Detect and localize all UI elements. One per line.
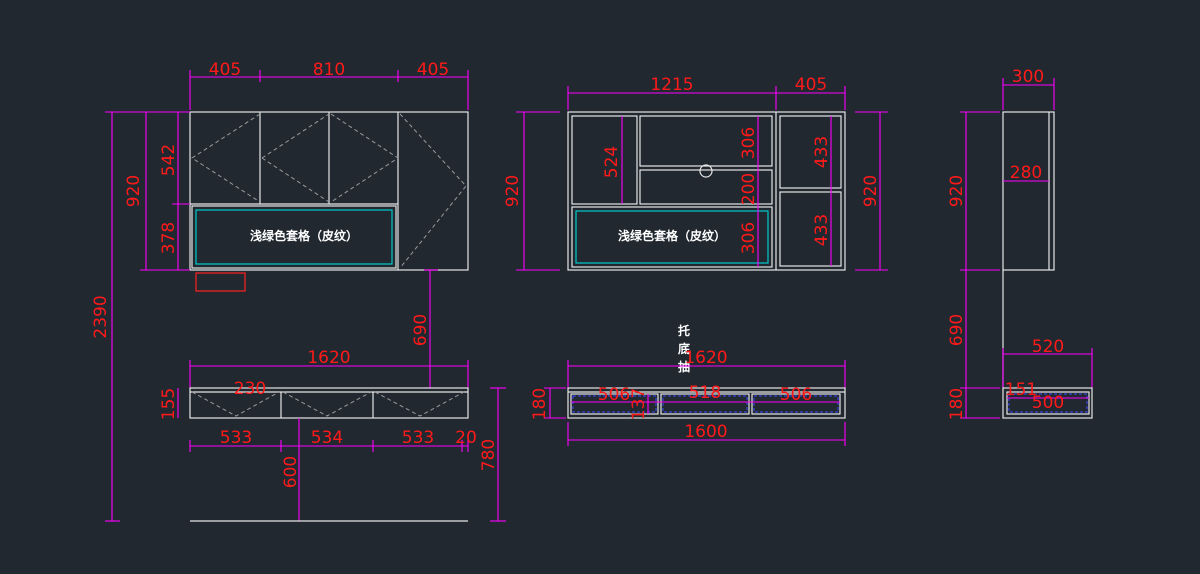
middle-front-view: 1215 405 浅绿色套格（皮纹） 524 306 200 306 433 4… (503, 75, 888, 446)
dim-2390: 2390 (91, 295, 111, 338)
dim-518: 518 (689, 383, 721, 403)
note-char-2: 底 (678, 341, 690, 356)
dim-280: 280 (1010, 163, 1042, 183)
dim-433-top: 433 (812, 136, 832, 168)
dim-542: 542 (159, 144, 179, 176)
panel-note-left: 浅绿色套格（皮纹） (250, 228, 358, 243)
dim-306-top: 306 (739, 127, 759, 159)
dim-405-right: 405 (417, 60, 449, 80)
dim-520: 520 (1032, 337, 1064, 357)
dim-506-a: 506 (598, 385, 630, 405)
dim-1620-left: 1620 (307, 348, 350, 368)
dim-151: 151 (1005, 380, 1037, 400)
dim-200: 200 (739, 173, 759, 205)
dim-230: 230 (234, 379, 266, 399)
dim-300: 300 (1012, 67, 1044, 87)
dim-1620-mid: 1620 (684, 348, 727, 368)
dim-534: 534 (311, 428, 343, 448)
dim-506-b: 506 (780, 385, 812, 405)
dim-137: 137 (629, 388, 649, 420)
dim-690-side: 690 (947, 314, 967, 346)
dim-920-side: 920 (947, 175, 967, 207)
left-front-view: 405 810 405 浅绿色套格（皮纹） 920 542 378 (91, 60, 506, 522)
note-char-1: 托 (678, 323, 690, 338)
dim-533-a: 533 (220, 428, 252, 448)
side-view: 300 280 920 690 180 520 151 500 (947, 67, 1093, 420)
dim-180-mid: 180 (530, 388, 550, 420)
dim-155: 155 (159, 388, 179, 420)
panel-note-middle: 浅绿色套格（皮纹） (618, 228, 726, 243)
dim-810: 810 (313, 60, 345, 80)
dim-920-mid-left: 920 (503, 175, 523, 207)
dim-405-mid: 405 (795, 75, 827, 95)
dim-920-mid-right: 920 (861, 175, 881, 207)
dim-1600: 1600 (684, 422, 727, 442)
dim-533-b: 533 (402, 428, 434, 448)
dim-780: 780 (479, 439, 499, 471)
dim-1215: 1215 (650, 75, 693, 95)
dim-500: 500 (1032, 393, 1064, 413)
dim-433-bottom: 433 (812, 214, 832, 246)
dim-920-left: 920 (124, 175, 144, 207)
dim-524: 524 (602, 146, 622, 178)
dim-20: 20 (455, 428, 477, 448)
dim-405-left: 405 (209, 60, 241, 80)
dim-306-bottom: 306 (739, 222, 759, 254)
dim-378: 378 (159, 222, 179, 254)
dim-600: 600 (281, 456, 301, 488)
dim-690-left: 690 (411, 314, 431, 346)
dim-180-side: 180 (947, 388, 967, 420)
